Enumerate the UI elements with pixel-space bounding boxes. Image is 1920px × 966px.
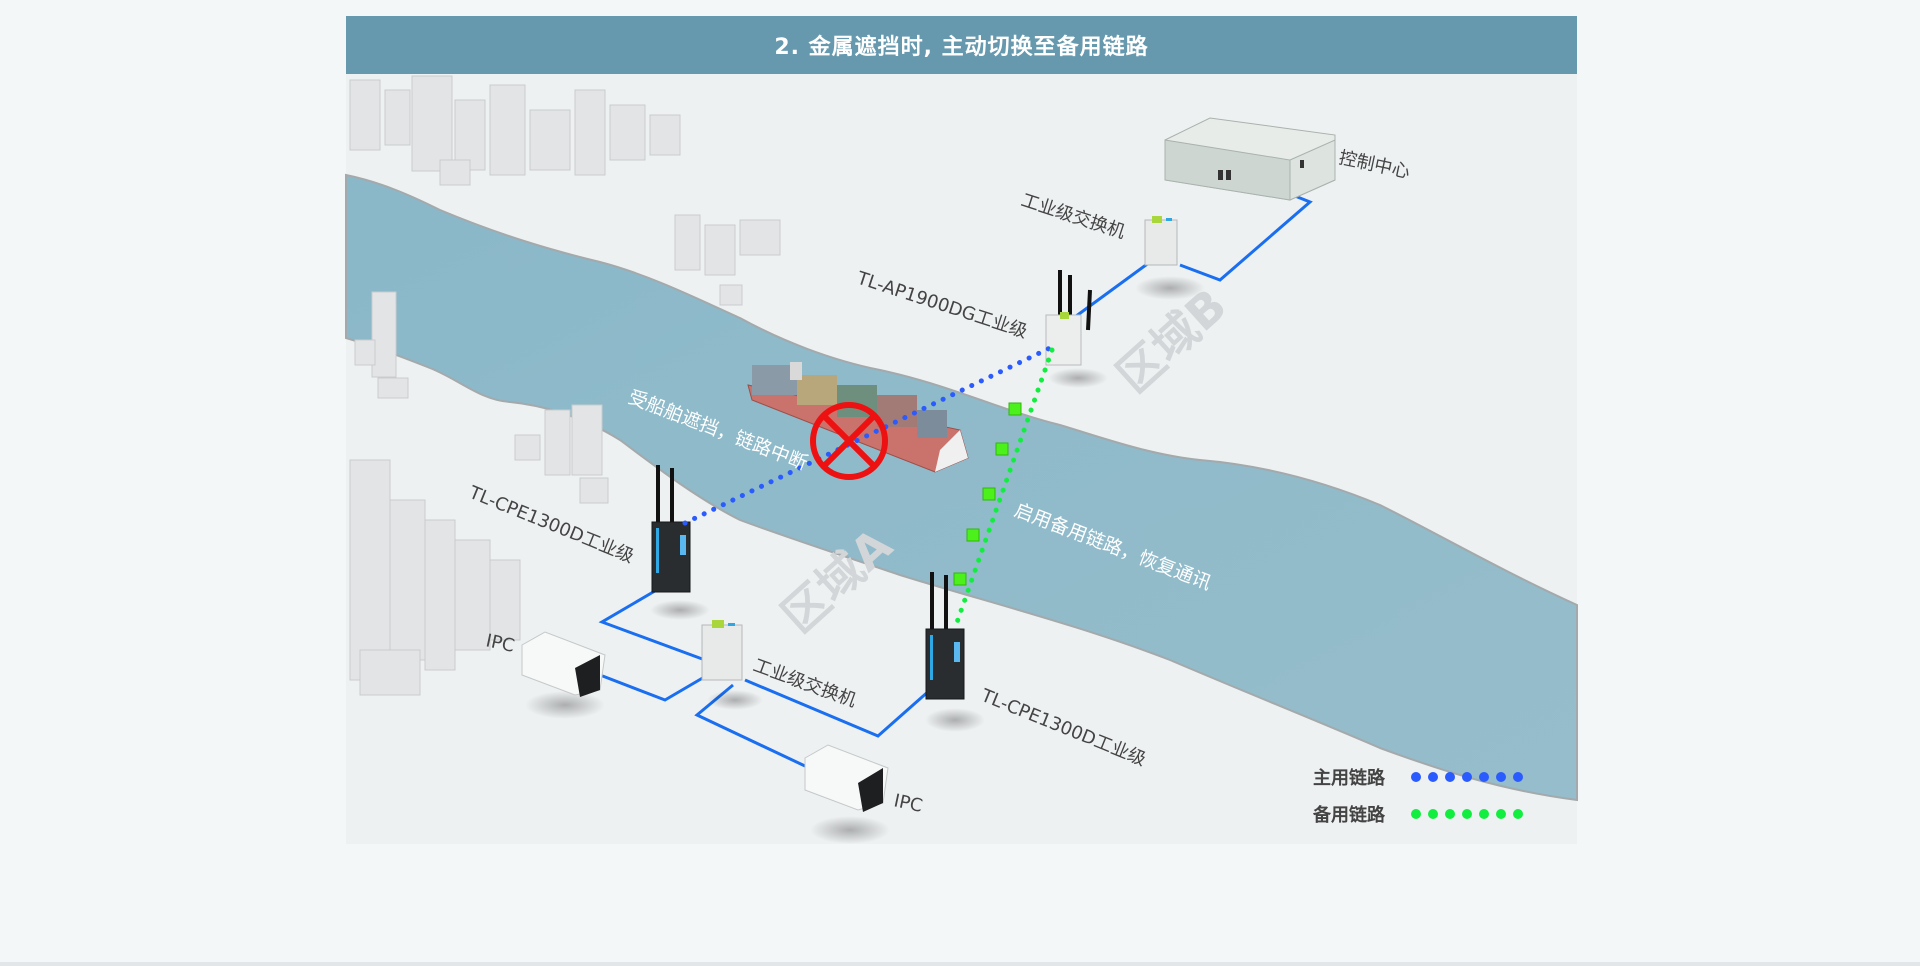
legend-dot [1445,771,1455,782]
legend-dot [1411,808,1421,819]
legend: 主用链路 备用链路 [1313,758,1523,832]
legend-dot [1513,808,1523,819]
prohibited-icon [810,402,888,480]
industrial-switch-icon [1144,216,1178,266]
legend-primary-label: 主用链路 [1313,767,1385,789]
wired-links [598,194,1313,768]
city-left [354,291,609,504]
shadow [810,816,890,844]
legend-dot [1462,808,1472,819]
shadow [525,691,605,719]
backup-link [952,347,1055,631]
containers [752,362,947,438]
wire-ipc1-to-switch-a [599,673,707,702]
industrial-switch-icon [701,620,743,681]
wire-switch-a-to-cpe-right [744,678,931,738]
shadow [1048,368,1108,388]
legend-dot [1428,808,1438,819]
legend-dot [1513,771,1523,782]
legend-dot [1479,771,1489,782]
shadow [650,600,710,620]
legend-backup-dots [1411,808,1523,819]
city-top-left [349,75,681,186]
shadow [1135,276,1205,300]
legend-primary-dots [1411,771,1523,782]
wire-switch-b-to-control [1179,194,1313,282]
city-bottom-left [349,459,521,696]
primary-link [682,344,1055,526]
river [345,173,1578,802]
legend-dot [1496,808,1506,819]
legend-dot [1411,771,1421,782]
cpe-router-icon [925,572,965,700]
building-icon [1164,117,1336,201]
bullet-camera-icon [804,744,889,812]
wire-cpe-left-to-switch-a [598,586,706,662]
legend-dot [1445,808,1455,819]
bullet-camera-icon [521,631,606,697]
legend-dot [1428,771,1438,782]
title-banner: 2. 金属遮挡时, 主动切换至备用链路 [346,16,1577,74]
shadow [925,708,985,732]
legend-dot [1462,771,1472,782]
city-mid [674,214,781,306]
legend-backup-label: 备用链路 [1313,804,1385,826]
legend-backup-link: 备用链路 [1313,795,1523,832]
legend-dot [1479,808,1489,819]
wire-ap-to-switch-b [1067,260,1151,324]
page-title: 2. 金属遮挡时, 主动切换至备用链路 [774,35,1149,60]
access-point-icon [1045,270,1092,366]
green-cube-icon [953,402,1022,586]
page-bottom-border [0,962,1920,966]
cpe-router-icon [651,465,691,593]
legend-primary-link: 主用链路 [1313,758,1523,795]
shadow [707,690,763,710]
legend-dot [1496,771,1506,782]
